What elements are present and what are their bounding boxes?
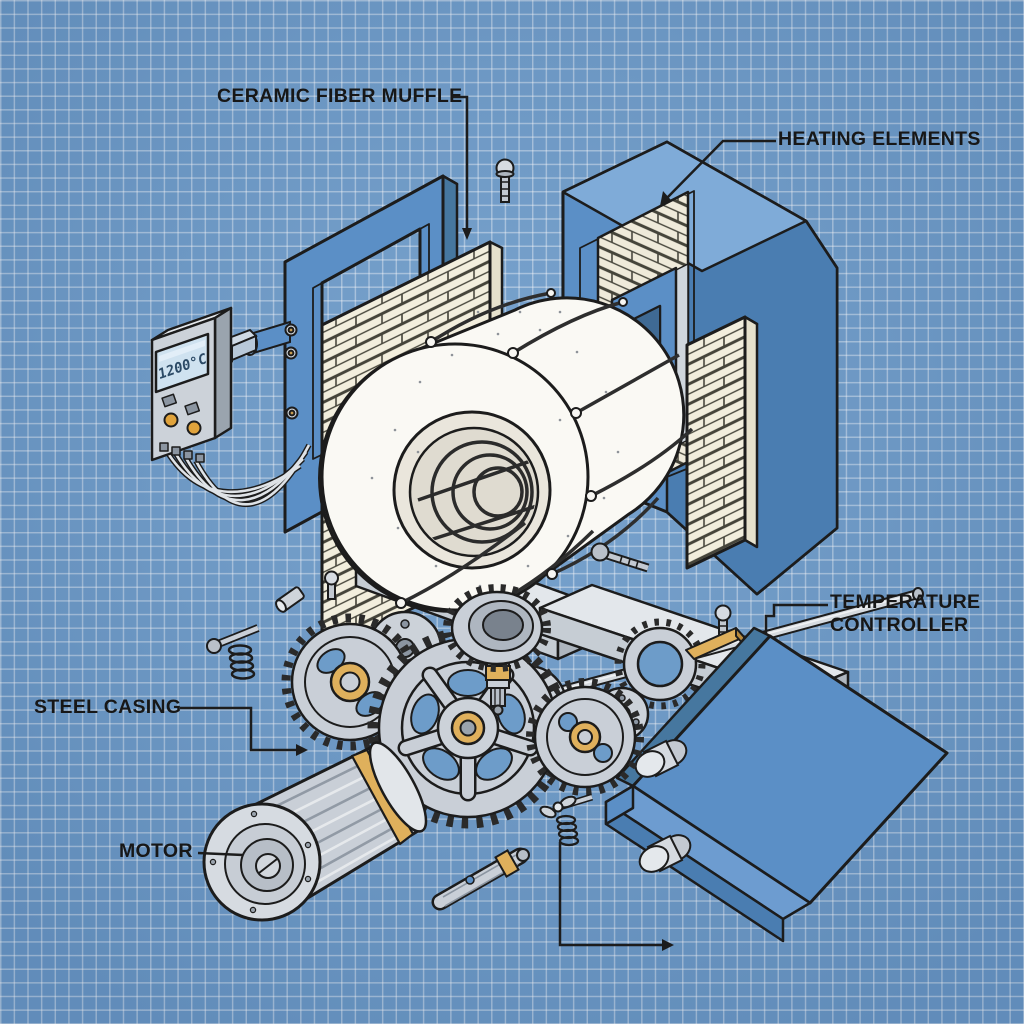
pin-cylinder (275, 586, 305, 613)
motor-leader-line (197, 851, 244, 857)
small-gear-right (526, 678, 644, 796)
controller-wires (163, 443, 312, 507)
inner-heating-coil (417, 440, 536, 544)
steel-casing-leader-line (180, 706, 300, 752)
wing-bolt-spring-center (539, 793, 594, 847)
arrowhead-right (296, 744, 308, 756)
ceramic-muffle-cylinder (318, 288, 694, 618)
screw-bracket-top (714, 604, 732, 642)
temperature-controller-leader-line (764, 603, 828, 634)
bolt-horizontal (590, 542, 650, 573)
motor-winding-ring (350, 748, 415, 846)
label-motor: MOTOR (119, 840, 193, 862)
spline-shaft (431, 847, 530, 911)
arrowhead-down (462, 228, 472, 240)
temperature-controller-box (150, 306, 233, 463)
brick-column (685, 315, 747, 570)
assembly-direction-arrow (558, 842, 666, 947)
wing-bolt-spring-left (206, 624, 260, 680)
heating-element-wires (400, 291, 694, 614)
label-steel-casing: STEEL CASING (34, 696, 182, 718)
controller-button (163, 412, 179, 428)
motor (202, 741, 428, 922)
label-ceramic-fiber-muffle: CERAMIC FIBER MUFFLE (217, 85, 463, 107)
label-temperature-controller: TEMPERATURE CONTROLLER (830, 591, 981, 636)
spring (227, 644, 256, 680)
bracket-stud (638, 834, 692, 873)
heating-elements-leader-line (663, 139, 776, 202)
bevel-cup-gear (443, 584, 551, 716)
arrowhead-right (662, 939, 674, 951)
arrowhead-down-left (660, 191, 671, 206)
controller-button (186, 420, 202, 436)
spring (555, 814, 580, 847)
leader-lines (180, 95, 828, 951)
ring-gear (614, 618, 706, 710)
screw-top (495, 158, 515, 203)
label-heating-elements: HEATING ELEMENTS (778, 128, 981, 150)
bracket-stud (634, 739, 688, 778)
screw-small-left (324, 570, 339, 600)
door-hinge (224, 320, 299, 420)
gold-key-wedge (685, 627, 745, 660)
ceramic-muffle-leader-line (451, 95, 469, 234)
